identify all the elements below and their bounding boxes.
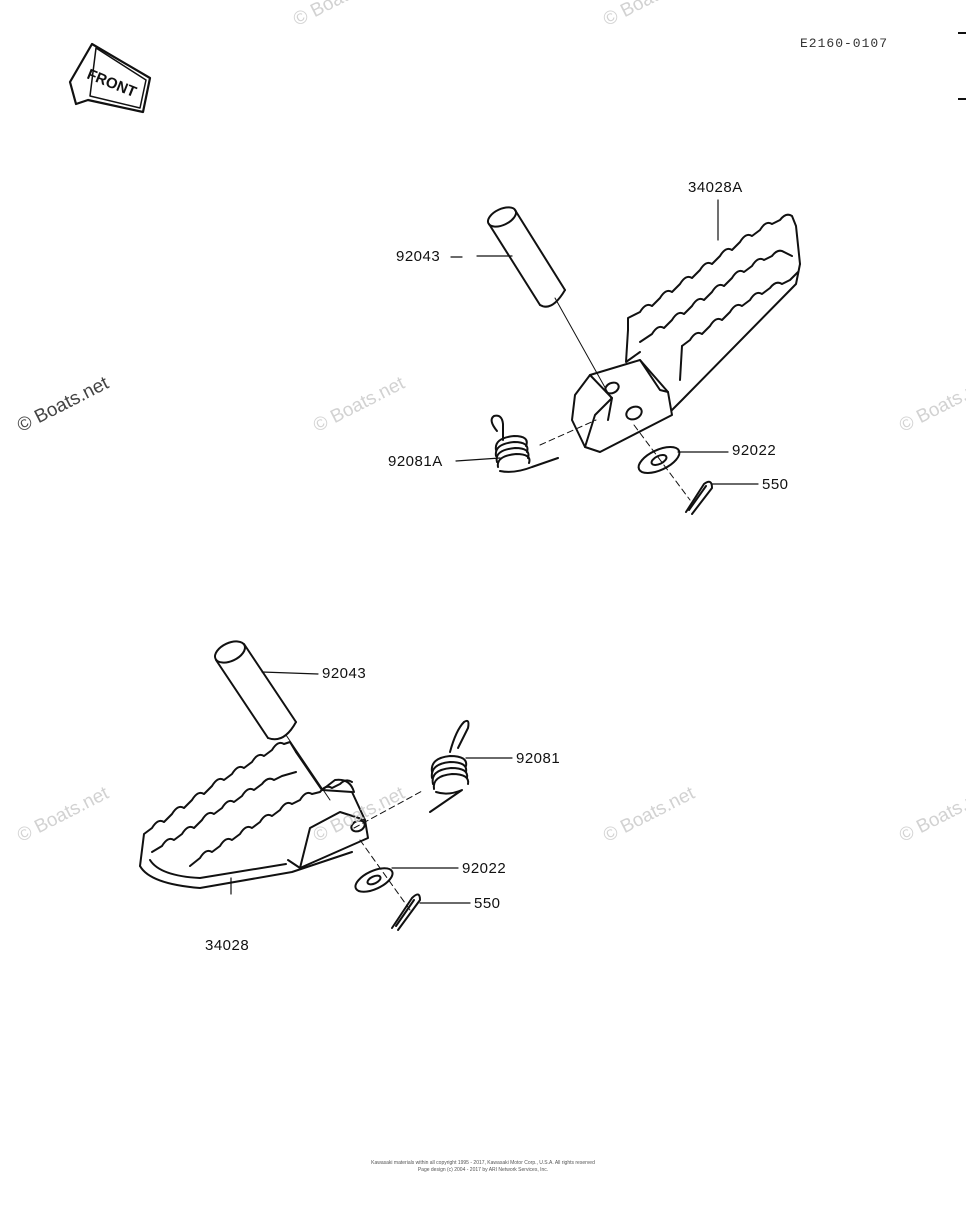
lower-spring-part	[353, 719, 470, 829]
upper-footpeg-label: 34028A	[688, 179, 743, 196]
lower-washer-label: 92022	[462, 860, 507, 877]
diagram-code: E2160-0107	[800, 36, 889, 51]
upper-pin-part	[486, 206, 566, 308]
lower-cotter-pin-part	[391, 893, 421, 931]
upper-spring-part	[490, 414, 597, 473]
upper-cotter-pin-label: 550	[762, 476, 789, 493]
upper-pin-axis-line	[554, 297, 613, 401]
upper-spring-label: 92081A	[388, 453, 443, 470]
upper-washer-label: 92022	[732, 442, 777, 459]
front-arrow-icon: FRONT	[68, 42, 152, 114]
lower-pin-label: 92043	[322, 665, 367, 682]
lower-assembly-axis-line	[359, 839, 411, 911]
lower-spring-label: 92081	[516, 750, 561, 767]
upper-assembly-axis-line	[633, 424, 691, 501]
upper-cotter-pin-part	[685, 480, 713, 515]
upper-footpeg-part	[571, 213, 801, 453]
edge-mark	[958, 32, 966, 34]
edge-mark	[958, 98, 966, 100]
leader-lines	[230, 199, 759, 904]
lower-washer-part	[354, 867, 394, 893]
lower-cotter-pin-label: 550	[474, 895, 501, 912]
copyright-line: Kawasaki materials within all copyright …	[371, 1160, 595, 1166]
upper-washer-part	[637, 446, 681, 474]
lower-pin-part	[214, 640, 297, 741]
lower-footpeg-label: 34028	[205, 937, 250, 954]
page-design-line: Page design (c) 2004 - 2017 by ARI Netwo…	[417, 1167, 549, 1173]
lower-footpeg-part	[139, 741, 369, 889]
upper-pin-label: 92043	[396, 248, 441, 265]
